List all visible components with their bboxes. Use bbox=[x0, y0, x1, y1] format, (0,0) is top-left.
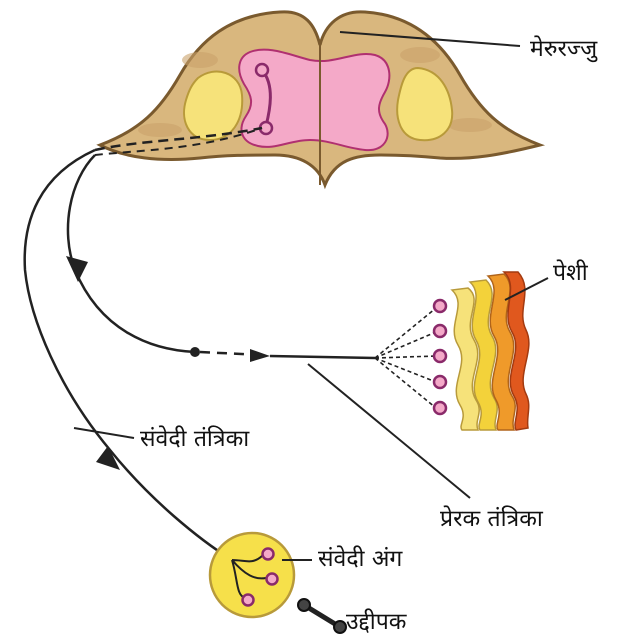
neuron-body bbox=[256, 64, 268, 76]
motor-nerve-end bbox=[270, 356, 375, 358]
label-motor-nerve: प्रेरक तंत्रिका bbox=[440, 508, 543, 531]
muscle bbox=[452, 272, 529, 430]
receptor-ending bbox=[243, 595, 254, 606]
spinal-cord bbox=[100, 12, 540, 185]
texture-spot bbox=[138, 123, 182, 137]
label-sensory-nerve: संवेदी तंत्रिका bbox=[140, 428, 249, 451]
sense-organ bbox=[210, 533, 294, 617]
receptor-ending bbox=[267, 574, 278, 585]
terminal-endings bbox=[434, 300, 446, 414]
synapse-dot bbox=[190, 347, 200, 357]
sensory-nerve-path bbox=[25, 128, 262, 560]
label-muscle: पेशी bbox=[553, 262, 588, 285]
motor-arrow2-icon bbox=[250, 349, 270, 362]
sensory-nerve-line bbox=[25, 150, 232, 560]
texture-spot bbox=[400, 47, 440, 63]
leader-sensory-nerve bbox=[74, 428, 134, 438]
stimulus-pin-icon bbox=[298, 599, 346, 633]
receptor-ending bbox=[263, 549, 274, 560]
motor-nerve-line bbox=[68, 155, 195, 352]
label-stimulus: उद्दीपक bbox=[346, 611, 406, 634]
motor-arrow-icon bbox=[66, 256, 88, 282]
texture-spot bbox=[448, 118, 492, 132]
nerve-terminals bbox=[375, 308, 436, 408]
texture-spot bbox=[182, 52, 218, 68]
motor-nerve-path bbox=[66, 128, 446, 414]
label-spinal-cord: मेरुरज्जु bbox=[530, 38, 597, 61]
label-sense-organ: संवेदी अंग bbox=[318, 548, 402, 571]
